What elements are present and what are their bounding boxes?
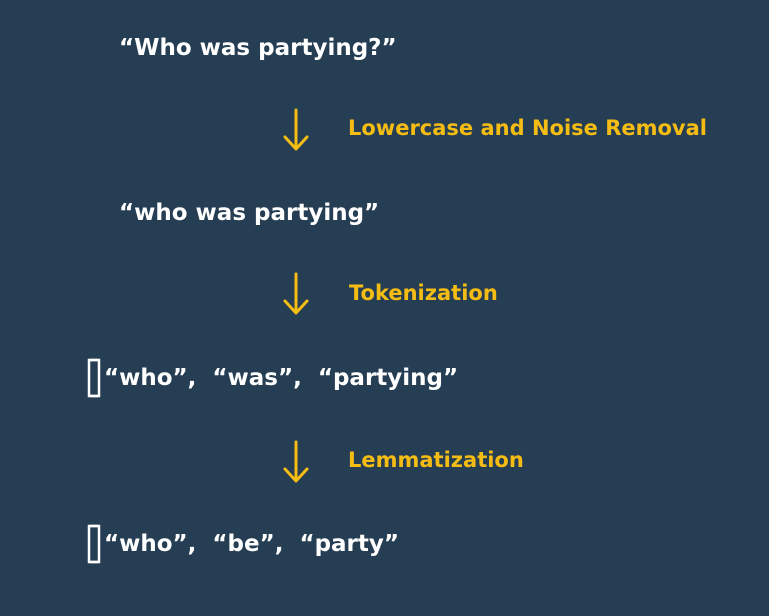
close-bracket-icon [86,524,102,564]
down-arrow-icon [281,270,311,318]
step-label-lemmatization: Lemmatization [348,448,524,472]
down-arrow-icon [281,438,311,486]
step-label-tokenization: Tokenization [349,281,498,305]
lemma-values: “who”, “be”, “party” [104,530,400,557]
lowercased-sentence: “who was partying” [119,200,380,226]
close-bracket-icon [86,358,102,398]
step-label-lowercase: Lowercase and Noise Removal [348,116,707,140]
token-list: “who”, “was”, “partying” [86,358,476,398]
token-values: “who”, “was”, “partying” [104,364,459,391]
input-sentence: “Who was partying?” [119,35,397,61]
down-arrow-icon [281,106,311,154]
lemma-list: “who”, “be”, “party” [86,524,417,564]
